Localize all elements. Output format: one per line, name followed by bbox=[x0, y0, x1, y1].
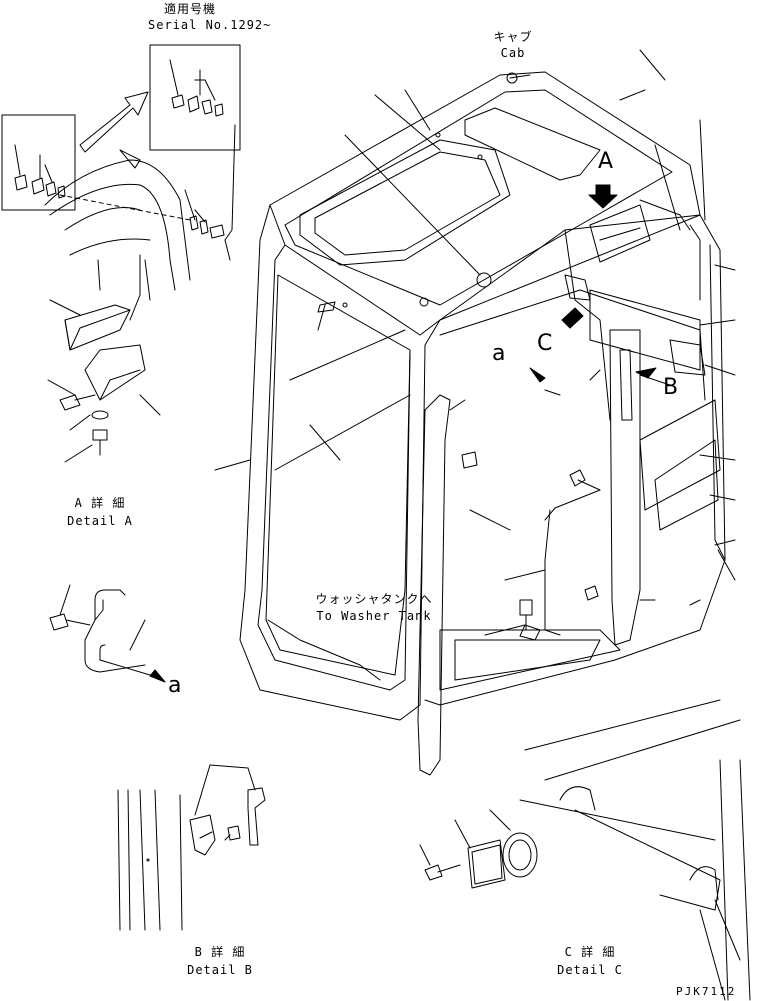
pipe-assembly bbox=[50, 585, 165, 682]
detail-a-lower-bracket bbox=[85, 345, 145, 400]
cab-label-jp: キャブ bbox=[493, 30, 533, 44]
cab-label-en: Cab bbox=[500, 46, 526, 60]
detail-c-assembly bbox=[420, 700, 750, 1000]
callout-b-upper: B bbox=[663, 375, 679, 400]
detail-b-assembly bbox=[118, 765, 265, 930]
front-window bbox=[266, 275, 410, 675]
detail-a-label-en: Detail A bbox=[67, 514, 133, 528]
grab-handle bbox=[418, 395, 450, 775]
callout-a-upper: A bbox=[598, 149, 614, 174]
antenna bbox=[700, 120, 705, 220]
serial-box bbox=[150, 45, 240, 150]
speaker-plate bbox=[468, 840, 505, 888]
arrow-a bbox=[589, 185, 617, 208]
washer-hose bbox=[268, 620, 380, 680]
detail-c-label-jp: C 詳 細 bbox=[564, 945, 616, 959]
detail-b-label-jp: B 詳 細 bbox=[194, 945, 246, 959]
detail-a-cover bbox=[65, 305, 130, 350]
leader-lines bbox=[215, 50, 735, 635]
cab-right-side bbox=[425, 215, 725, 705]
arrow-c bbox=[562, 308, 583, 328]
roof-hatch bbox=[300, 140, 510, 265]
cab-roof-outline bbox=[270, 72, 700, 335]
bolt-b bbox=[228, 826, 240, 840]
bolt-c bbox=[425, 865, 442, 880]
speaker-port bbox=[565, 275, 590, 300]
washer-label-jp: ウォッシャタンクへ bbox=[315, 592, 433, 606]
latch-b bbox=[190, 815, 215, 855]
speaker bbox=[503, 833, 537, 877]
cab-roof-inner bbox=[285, 90, 672, 305]
handle-b bbox=[248, 788, 265, 845]
bolt-pipe bbox=[50, 614, 68, 630]
detail-b-label-en: Detail B bbox=[187, 963, 253, 977]
pipe bbox=[85, 590, 145, 672]
callout-c-upper: C bbox=[537, 331, 553, 356]
bolt-a2 bbox=[93, 430, 107, 440]
right-console bbox=[610, 330, 640, 645]
bolt-a bbox=[60, 395, 80, 410]
washer-label-en: To Washer Tank bbox=[316, 609, 432, 623]
callout-a-pipe: a bbox=[168, 673, 182, 698]
callout-a-lower: a bbox=[492, 341, 506, 366]
sun-visor bbox=[465, 108, 600, 180]
serial-label-en: Serial No.1292~ bbox=[148, 18, 272, 32]
cab-floor bbox=[440, 630, 620, 690]
cab-assembly bbox=[240, 72, 725, 775]
arrow-b bbox=[636, 368, 656, 378]
detail-c-label-en: Detail C bbox=[557, 963, 623, 977]
serial-label-jp: 適用号機 bbox=[163, 2, 217, 16]
serial-arrow bbox=[80, 92, 148, 152]
detail-a-bracket bbox=[590, 205, 650, 262]
detail-a-label-jp: A 詳 細 bbox=[74, 496, 126, 510]
detail-a-assembly bbox=[2, 45, 240, 462]
drawing-number: PJK7112 bbox=[676, 985, 737, 998]
